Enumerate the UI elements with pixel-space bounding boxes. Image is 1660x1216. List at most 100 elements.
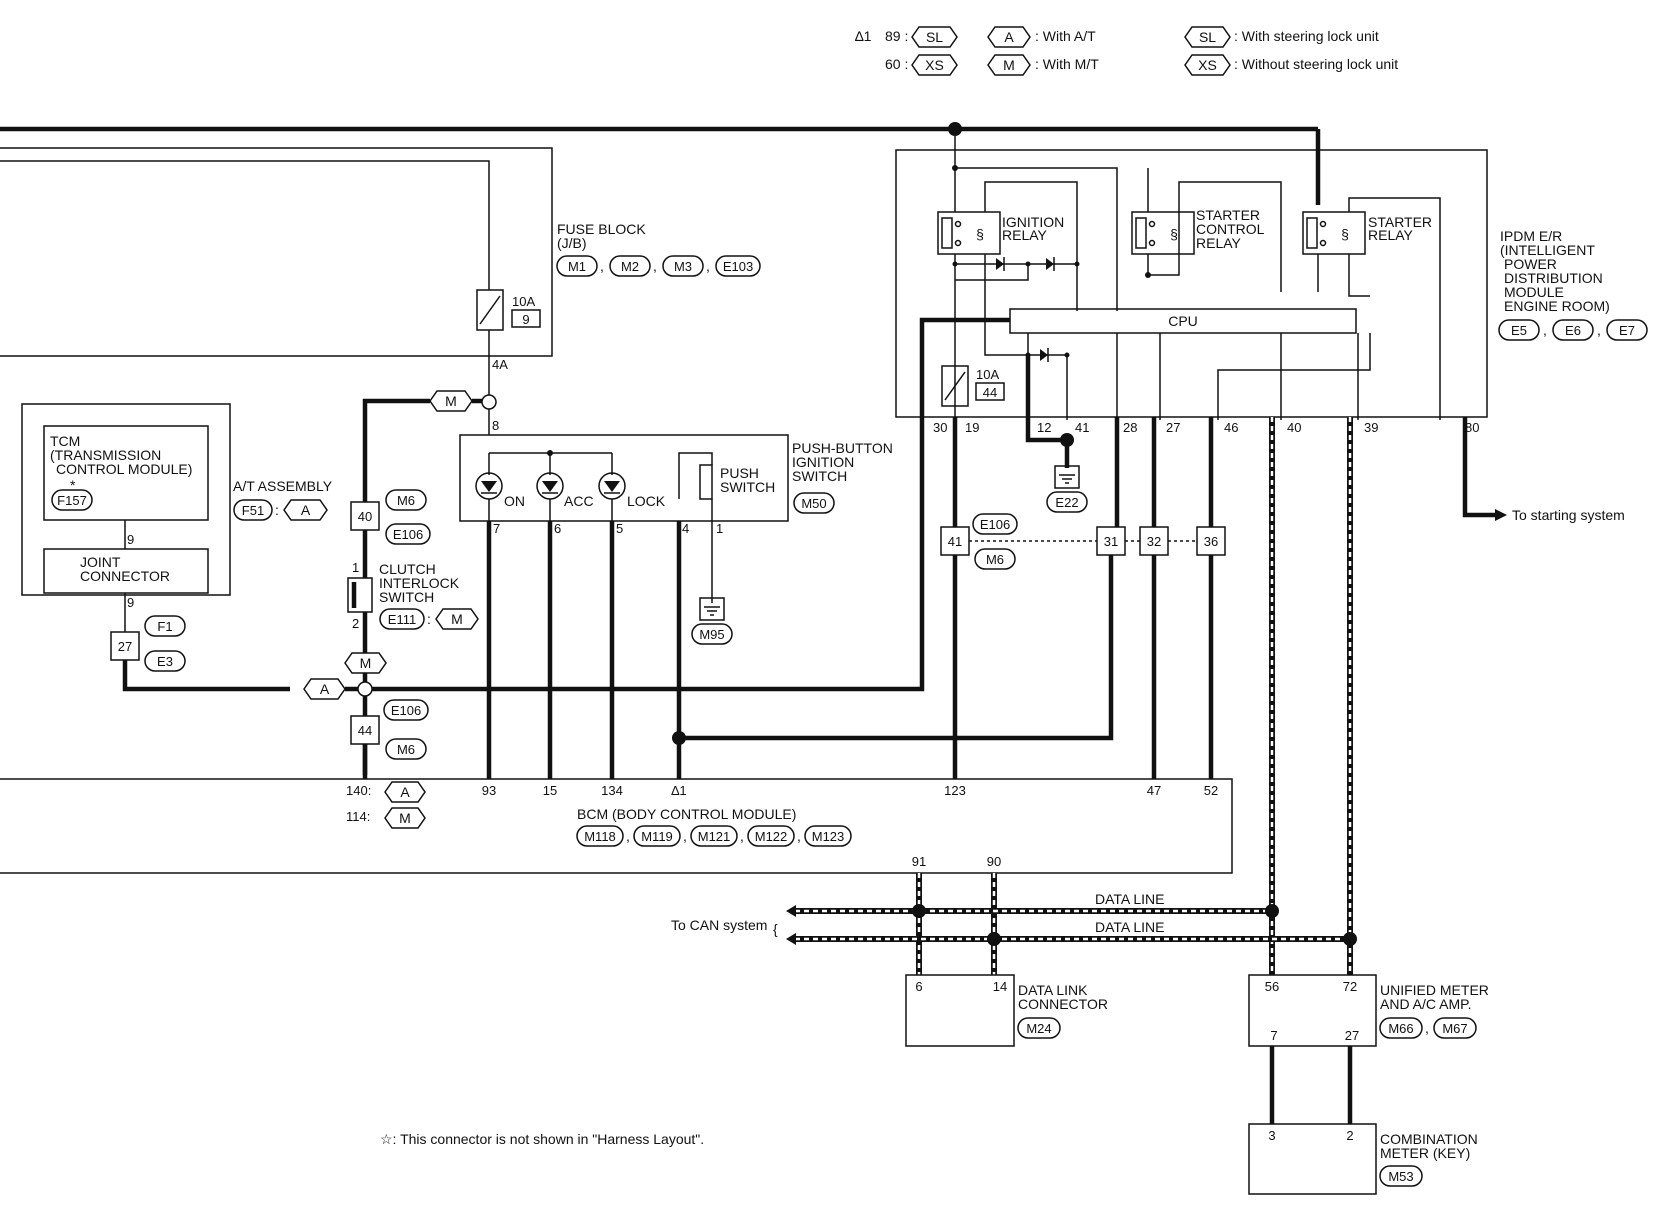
ipdm-connector-e6-label: E6 bbox=[1565, 323, 1581, 338]
fuse-10a-symbol-slash bbox=[479, 295, 501, 325]
bcm-title: BCM (BODY CONTROL MODULE) bbox=[577, 806, 796, 822]
legend-sl-number: 89 : bbox=[885, 28, 908, 44]
ignition-relay-box-contact-bottom bbox=[954, 239, 962, 247]
to-can-label: To CAN system bbox=[671, 917, 767, 933]
fuse-block: 10A 9 4A FUSE BLOCK (J/B) M1 , M2 , M3 ,… bbox=[0, 122, 1318, 402]
cm-pin-2: 2 bbox=[1346, 1128, 1353, 1143]
ground-e22-box bbox=[1054, 465, 1080, 489]
ground-m95 bbox=[691, 623, 733, 645]
fuse-connector-m2 bbox=[609, 255, 651, 277]
bcm-pin-114: 114: bbox=[346, 809, 370, 824]
j44-box bbox=[350, 715, 380, 745]
ipdm-fuse-number: 44 bbox=[983, 385, 997, 400]
hex-a-label: A bbox=[320, 681, 330, 697]
j44-conn1 bbox=[383, 699, 429, 721]
scr-label-3: RELAY bbox=[1196, 235, 1242, 251]
can-dot-3 bbox=[1265, 904, 1279, 918]
ipdm-outline bbox=[895, 149, 1488, 418]
starter-relay-box bbox=[1302, 211, 1366, 255]
colon: : bbox=[427, 611, 431, 627]
common-dot bbox=[547, 450, 553, 456]
starter-control-relay-box-contact-top bbox=[1148, 220, 1156, 228]
at-connector-label: F51 bbox=[242, 503, 264, 518]
ignition-coil-wire bbox=[984, 181, 1078, 311]
ign-dot-2 bbox=[1025, 261, 1031, 267]
j27-pin: 27 bbox=[118, 639, 132, 654]
j40-conn2 bbox=[385, 523, 431, 545]
switch-pin-1: 1 bbox=[716, 521, 723, 536]
push-switch-symbol bbox=[699, 464, 713, 500]
dlc-box bbox=[905, 974, 1015, 1047]
fuse-block-subtitle: (J/B) bbox=[557, 235, 587, 251]
um-pin-27: 27 bbox=[1345, 1028, 1359, 1043]
ipdm-line4: DISTRIBUTION bbox=[1504, 270, 1603, 286]
ipdm-pin-40: 40 bbox=[1287, 420, 1301, 435]
j27-conn1 bbox=[144, 615, 186, 637]
ipdm-fuse-symbol-slash bbox=[944, 371, 966, 401]
joint-connector-box bbox=[43, 548, 209, 594]
ground-m95-box bbox=[699, 597, 725, 621]
ipdm-fuse-amp: 10A bbox=[976, 367, 999, 382]
ignition-relay-contact bbox=[941, 217, 953, 249]
mid-conn-bottom-label: M6 bbox=[986, 552, 1004, 567]
ipdm-line6: ENGINE ROOM) bbox=[1504, 298, 1610, 314]
ground-m95-label: M95 bbox=[699, 627, 724, 642]
switch-outline bbox=[459, 434, 789, 522]
to-starting-wire bbox=[1462, 417, 1495, 518]
um-connector-m66-label: M66 bbox=[1388, 1021, 1413, 1036]
clutch-switch-symbol bbox=[347, 577, 373, 613]
label-on: ON bbox=[504, 493, 525, 509]
to-starting-label: To starting system bbox=[1512, 507, 1625, 523]
legend-xs-number: 60 : bbox=[885, 56, 908, 72]
ignition-loop-wire bbox=[955, 264, 1029, 281]
tcm-line3: CONTROL MODULE) bbox=[56, 461, 192, 477]
bcm-connector-m119 bbox=[633, 825, 681, 847]
push-switch-loop bbox=[678, 452, 713, 499]
comma: , bbox=[1543, 322, 1547, 338]
um-pin-7: 7 bbox=[1270, 1028, 1277, 1043]
j27-conn2 bbox=[144, 650, 186, 672]
data-link-connector: 6 14 DATA LINK CONNECTOR M24 bbox=[905, 974, 1108, 1047]
push-label-1: PUSH bbox=[720, 465, 759, 481]
mid-junction: 41 E106 M6 31 32 36 bbox=[679, 417, 1226, 779]
clutch-pin-top: 1 bbox=[352, 560, 359, 575]
ipdm-pin46-internal bbox=[1217, 333, 1371, 420]
ipdm-pin-30: 30 bbox=[933, 420, 947, 435]
fuse-10a-symbol bbox=[476, 289, 504, 331]
fuse-connector-e103 bbox=[715, 255, 761, 277]
legend: ∆1 89 : 60 : SL XS A : With A/T M : With… bbox=[855, 26, 1398, 76]
cm-connector-label: M53 bbox=[1388, 1169, 1413, 1184]
can-brace: { bbox=[773, 921, 778, 937]
tcm-star: * bbox=[70, 477, 76, 493]
ipdm-connector-e5 bbox=[1498, 319, 1540, 341]
bcm-m-hex-label: M bbox=[399, 810, 411, 826]
tcm-line1: TCM bbox=[50, 433, 80, 449]
bcm-connector-m122-label: M122 bbox=[755, 829, 788, 844]
clutch-pin-bottom: 2 bbox=[352, 616, 359, 631]
unified-meter-box bbox=[1248, 974, 1377, 1047]
bcm: 140: A 114: M 93 15 134 ∆1 123 47 52 BCM… bbox=[0, 744, 1233, 874]
fuse-connector-m1 bbox=[556, 255, 598, 277]
data-line-2-label: DATA LINE bbox=[1095, 919, 1165, 935]
legend-sl-hex-2-label: SL bbox=[1199, 29, 1216, 45]
cpu-diode-left bbox=[984, 254, 1028, 356]
ground-e22 bbox=[1046, 491, 1088, 513]
cpu-box bbox=[1009, 308, 1357, 334]
j32-box bbox=[1139, 526, 1169, 556]
fuse-number-box bbox=[511, 309, 541, 328]
clutch-variant-label: M bbox=[451, 611, 463, 627]
ipdm-pin30-wire bbox=[372, 317, 1010, 692]
comma: , bbox=[797, 828, 801, 844]
fuse-number: 9 bbox=[522, 312, 529, 327]
j44-pin: 44 bbox=[358, 723, 372, 738]
legend-xs-hex-2-label: XS bbox=[1198, 57, 1217, 73]
str-label-2: RELAY bbox=[1368, 227, 1414, 243]
bcm-connector-m121-label: M121 bbox=[698, 829, 731, 844]
ipdm-line3: POWER bbox=[1504, 256, 1557, 272]
ipdm-pin-27: 27 bbox=[1166, 420, 1180, 435]
hex-m-mid bbox=[344, 652, 387, 674]
bcm-connector-m119-label: M119 bbox=[641, 829, 673, 844]
ipdm-connector-e5-label: E5 bbox=[1511, 323, 1527, 338]
bcm-m-hex bbox=[384, 807, 426, 829]
cm-pin-3: 3 bbox=[1268, 1128, 1275, 1143]
